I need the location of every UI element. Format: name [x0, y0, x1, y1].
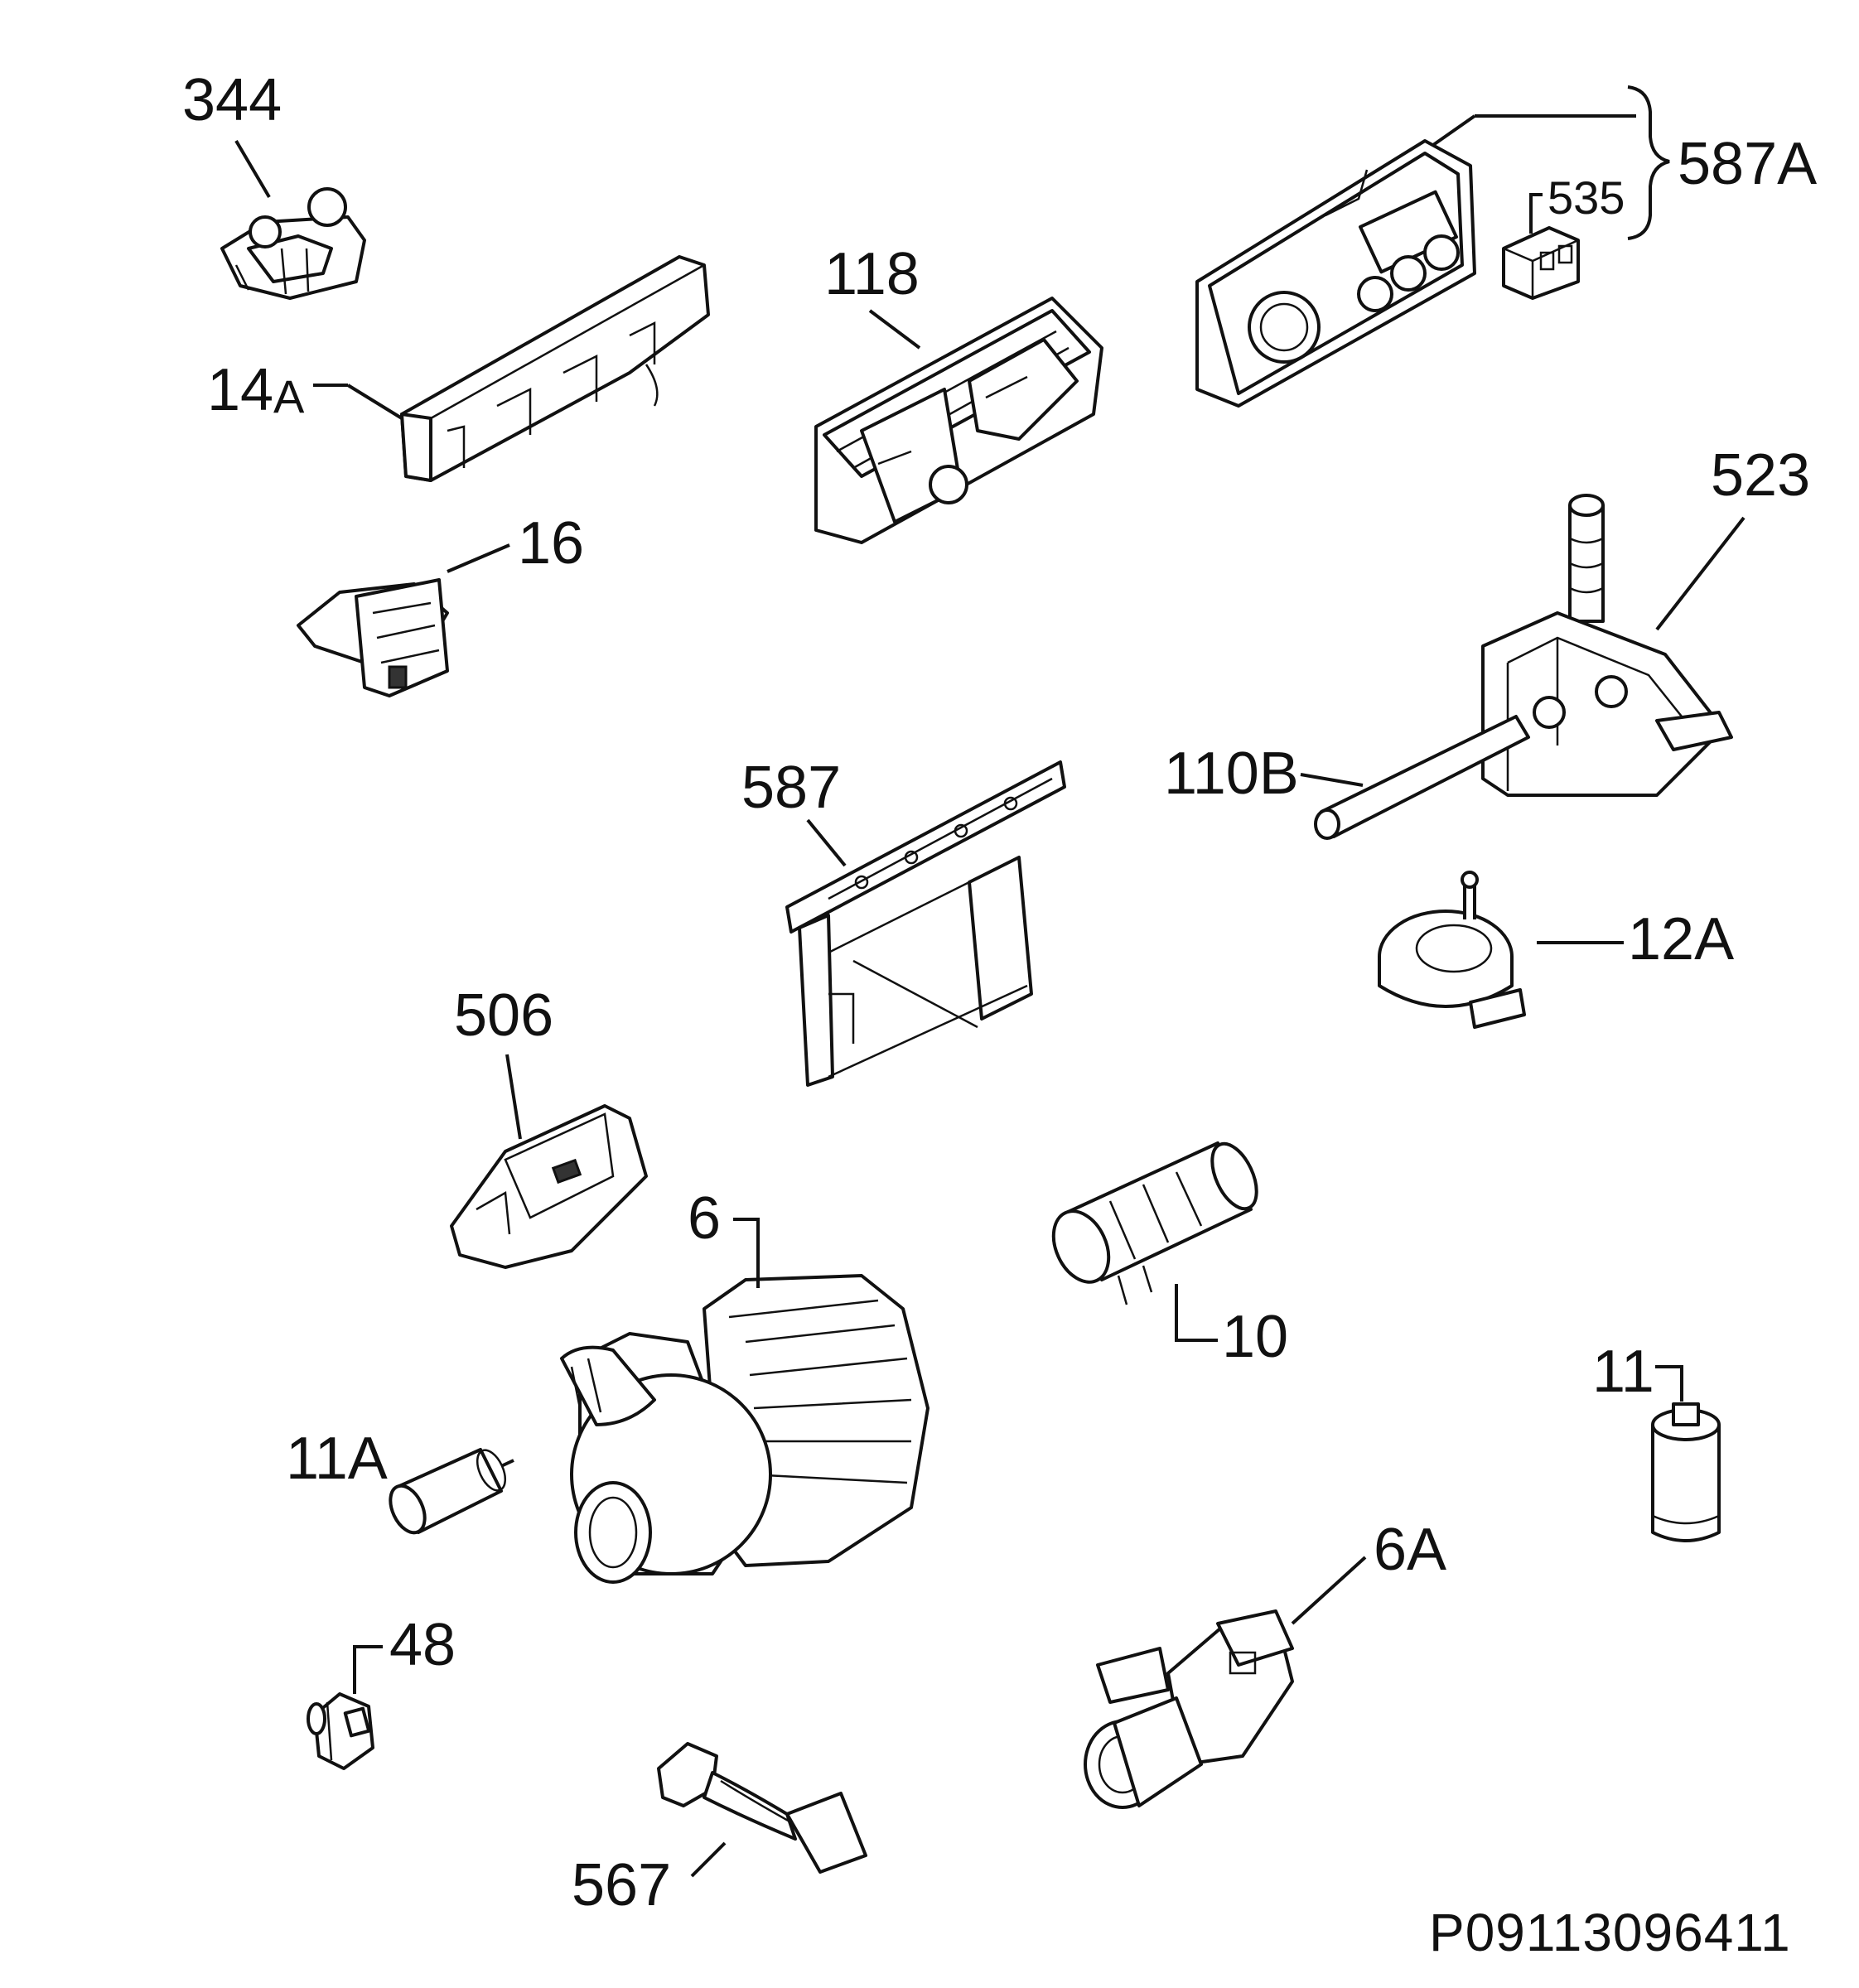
label-11: 11 [1592, 1339, 1654, 1405]
part-535-drawing [1502, 226, 1580, 300]
part-14a-drawing [400, 255, 710, 482]
label-12a: 12A [1628, 906, 1734, 972]
label-118: 118 [824, 241, 920, 307]
part-6-drawing [560, 1274, 930, 1584]
label-110b: 110B [1164, 741, 1299, 807]
label-523: 523 [1711, 442, 1810, 509]
label-11a: 11A [286, 1426, 388, 1492]
label-587a: 587A [1678, 131, 1817, 197]
part-587-drawing [785, 760, 1066, 1087]
label-16: 16 [518, 510, 584, 577]
part-16-drawing [297, 578, 449, 697]
label-14a: 14 [207, 357, 273, 423]
part-12a-drawing [1378, 871, 1526, 1029]
label-6a: 6A [1374, 1517, 1446, 1583]
label-344: 344 [182, 67, 282, 133]
part-118-drawing [814, 297, 1103, 544]
part-567-drawing [657, 1742, 867, 1874]
part-10-drawing [1051, 1141, 1258, 1305]
label-506: 506 [454, 982, 553, 1049]
label-10: 10 [1222, 1304, 1288, 1370]
label-14a-suffix: A [273, 370, 305, 422]
part-344-drawing [220, 187, 366, 300]
label-48: 48 [389, 1612, 456, 1678]
drawing-code: P09113096411 [1429, 1903, 1791, 1962]
part-11a-drawing [389, 1448, 514, 1535]
part-110b-drawing [1314, 715, 1530, 840]
part-48-drawing [307, 1692, 374, 1770]
part-506-drawing [450, 1104, 648, 1269]
label-587: 587 [741, 755, 841, 821]
label-6: 6 [688, 1185, 721, 1252]
label-535: 535 [1548, 171, 1625, 224]
label-567: 567 [572, 1852, 671, 1918]
part-6a-drawing [1084, 1609, 1294, 1809]
part-523-drawing [1481, 494, 1733, 797]
part-587a-drawing [1195, 139, 1476, 408]
part-11-drawing [1651, 1402, 1721, 1542]
